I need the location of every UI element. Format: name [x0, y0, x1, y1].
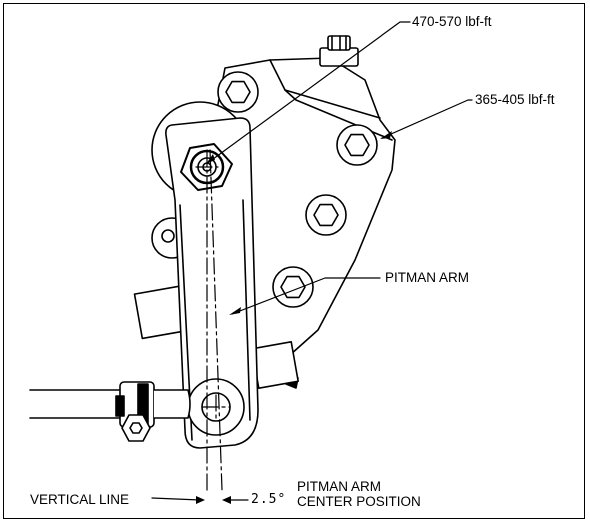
arrowheads [196, 131, 392, 504]
angle-label: 2.5° [251, 492, 287, 507]
center-position-label-line2: CENTER POSITION [297, 494, 421, 509]
mounting-bolts [217, 71, 378, 308]
torque-label-lower: 365-405 lbf-ft [475, 92, 555, 107]
torque-label-upper: 470-570 lbf-ft [412, 14, 492, 29]
pitman-arm-label: PITMAN ARM [385, 270, 470, 285]
drag-link [29, 381, 191, 442]
vertical-line-label: VERTICAL LINE [30, 492, 130, 507]
centerlines [195, 149, 231, 491]
leader-lines [151, 21, 473, 501]
center-position-label-line1: PITMAN ARM [297, 479, 382, 494]
